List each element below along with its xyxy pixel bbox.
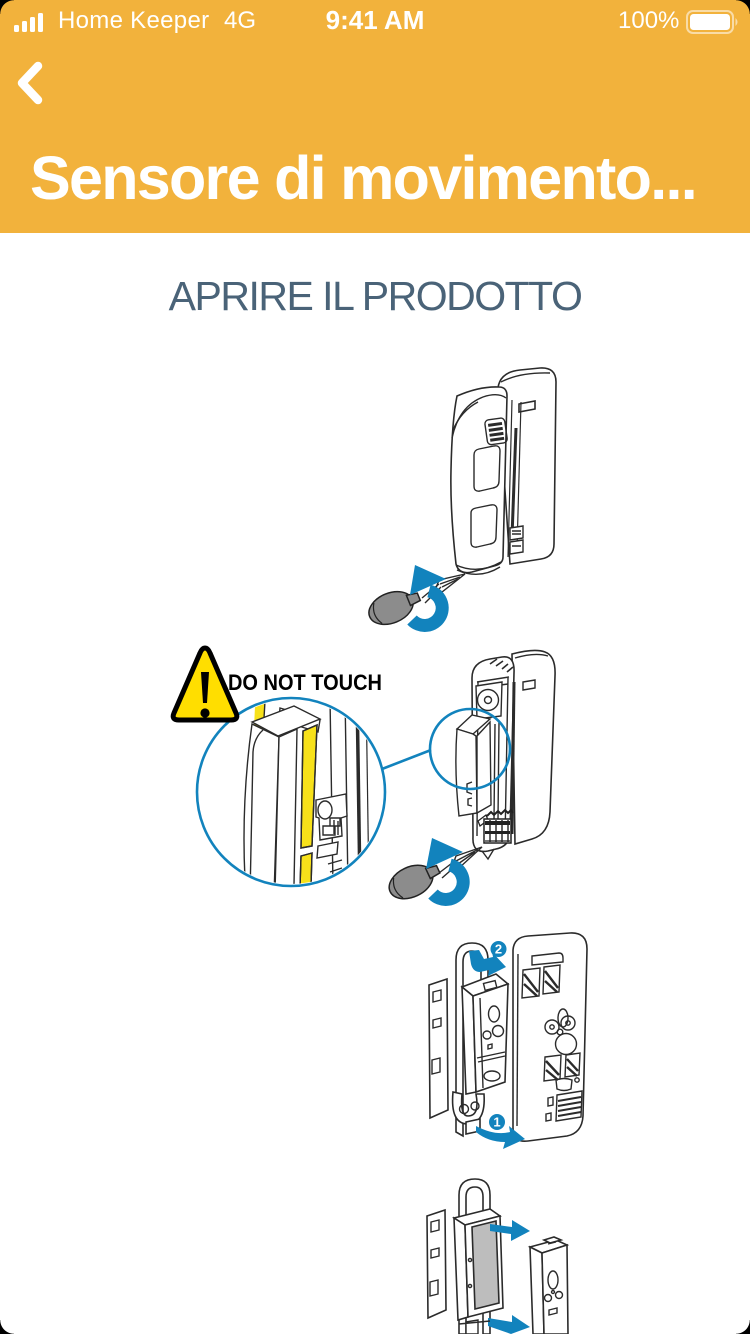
svg-text:2: 2 [495,942,502,957]
svg-text:1: 1 [493,1115,500,1130]
svg-text:DO NOT TOUCH: DO NOT TOUCH [228,670,382,695]
